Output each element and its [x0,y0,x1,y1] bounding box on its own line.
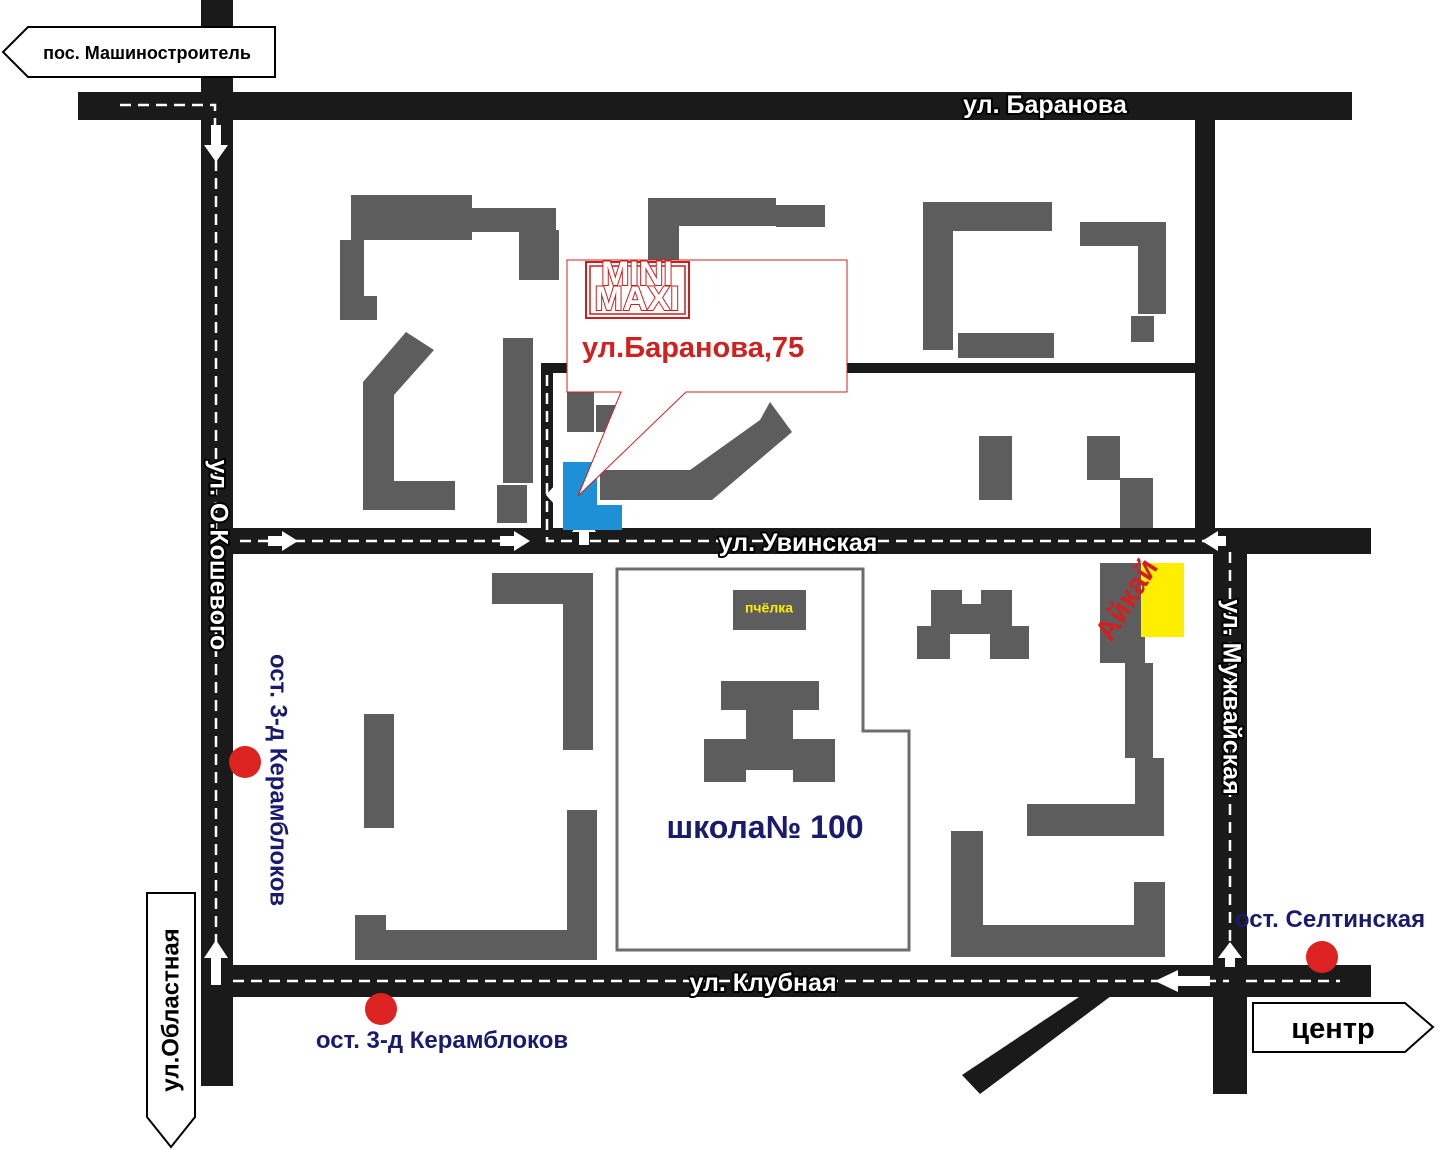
bus-stop-icon [229,746,261,778]
arrow-west-klubnaya [1155,970,1210,992]
stop-label-kerambl-vertical: ост. 3-д Керамблоков [265,654,292,906]
sign-centr [1252,1002,1435,1053]
arrow-up-to-target [572,516,596,545]
building [648,198,776,226]
stop-label-seltinskaya: ост. Селтинская [1235,906,1425,933]
building [567,390,594,432]
street-labels: ул. Баранова ул. Увинская ул. Клубная ул… [202,89,1247,999]
arrow-up-koshevogo [204,940,228,985]
address-label: ул.Баранова,75 [582,332,804,364]
building-ajkaj [1100,563,1145,663]
building [503,338,533,483]
building [351,195,472,240]
direction-signs: пос. Машиностроитель ул.Областная центр [1,26,1435,1149]
building [979,436,1012,500]
school-building [704,681,835,782]
building [363,332,455,510]
building [1027,758,1164,836]
sign-centr-text: центр [1291,1013,1374,1045]
pchelka-label: пчёлка [745,600,793,616]
pchelka-building [733,590,806,630]
building [519,230,559,280]
sign-mashinostroitel-text: пос. Машиностроитель [43,43,251,63]
buildings [340,195,1166,960]
building [1125,663,1153,758]
road-east-link [1195,115,1215,547]
building [492,573,593,750]
sign-mashinostroitel [1,26,276,78]
building [355,810,597,960]
mini-maxi-logo [585,261,690,319]
building [1131,316,1154,342]
building [958,333,1054,358]
building [1080,222,1166,314]
direction-arrow-icon [204,125,1242,992]
street-label-uvinskaya: ул. Увинская [719,529,878,557]
street-label-koshevogo: ул. О.Кошевого [204,460,232,651]
building [600,402,792,500]
arrow-east-uvinskaya-1 [268,531,298,551]
bus-stop-icon [365,993,397,1025]
road-diagonal [962,993,1115,1094]
school-plot-outline [615,567,911,952]
building [364,714,394,828]
sign-oblastnaya-text: ул.Областная [157,928,184,1091]
stop-label-kerambl-bottom: ост. 3-д Керамблоков [316,1027,568,1054]
building [472,208,556,232]
building [923,202,1052,350]
logo-inner-frame [589,265,686,315]
building [917,590,1029,659]
logo-maxi-text: MAXI [595,280,680,318]
sign-oblastnaya [146,892,196,1149]
arrow-up-muzhvaiskaya [1218,942,1242,967]
building [951,831,1165,957]
building [1087,436,1120,480]
arrow-down-koshevogo [204,125,228,162]
school-label: школа№ 100 [666,809,863,845]
street-label-baranova: ул. Баранова [963,91,1128,119]
logo-mini-text: MINI [601,255,673,293]
building [776,205,825,227]
building [497,485,527,523]
ajkaj-marker [1141,563,1184,637]
building [1120,478,1153,528]
building [360,296,377,320]
arrow-west-uvinskaya [1202,531,1226,551]
building [648,226,679,266]
target-building-marker [563,462,622,530]
address-callout: MINI MAXI ул.Баранова,75 [566,254,848,497]
arrow-east-uvinskaya-2 [500,531,530,551]
road-baranova [78,92,1352,120]
bus-stops: ост. 3-д Керамблоков ост. 3-д Керамблоко… [229,654,1425,1054]
street-label-muzhvaiskaya: ул. Мужвайская [1217,599,1245,794]
road-inner-link [541,363,1198,373]
bus-stop-icon [1306,941,1338,973]
street-label-klubnaya: ул. Клубная [689,969,836,997]
lane-markings [120,103,1340,983]
